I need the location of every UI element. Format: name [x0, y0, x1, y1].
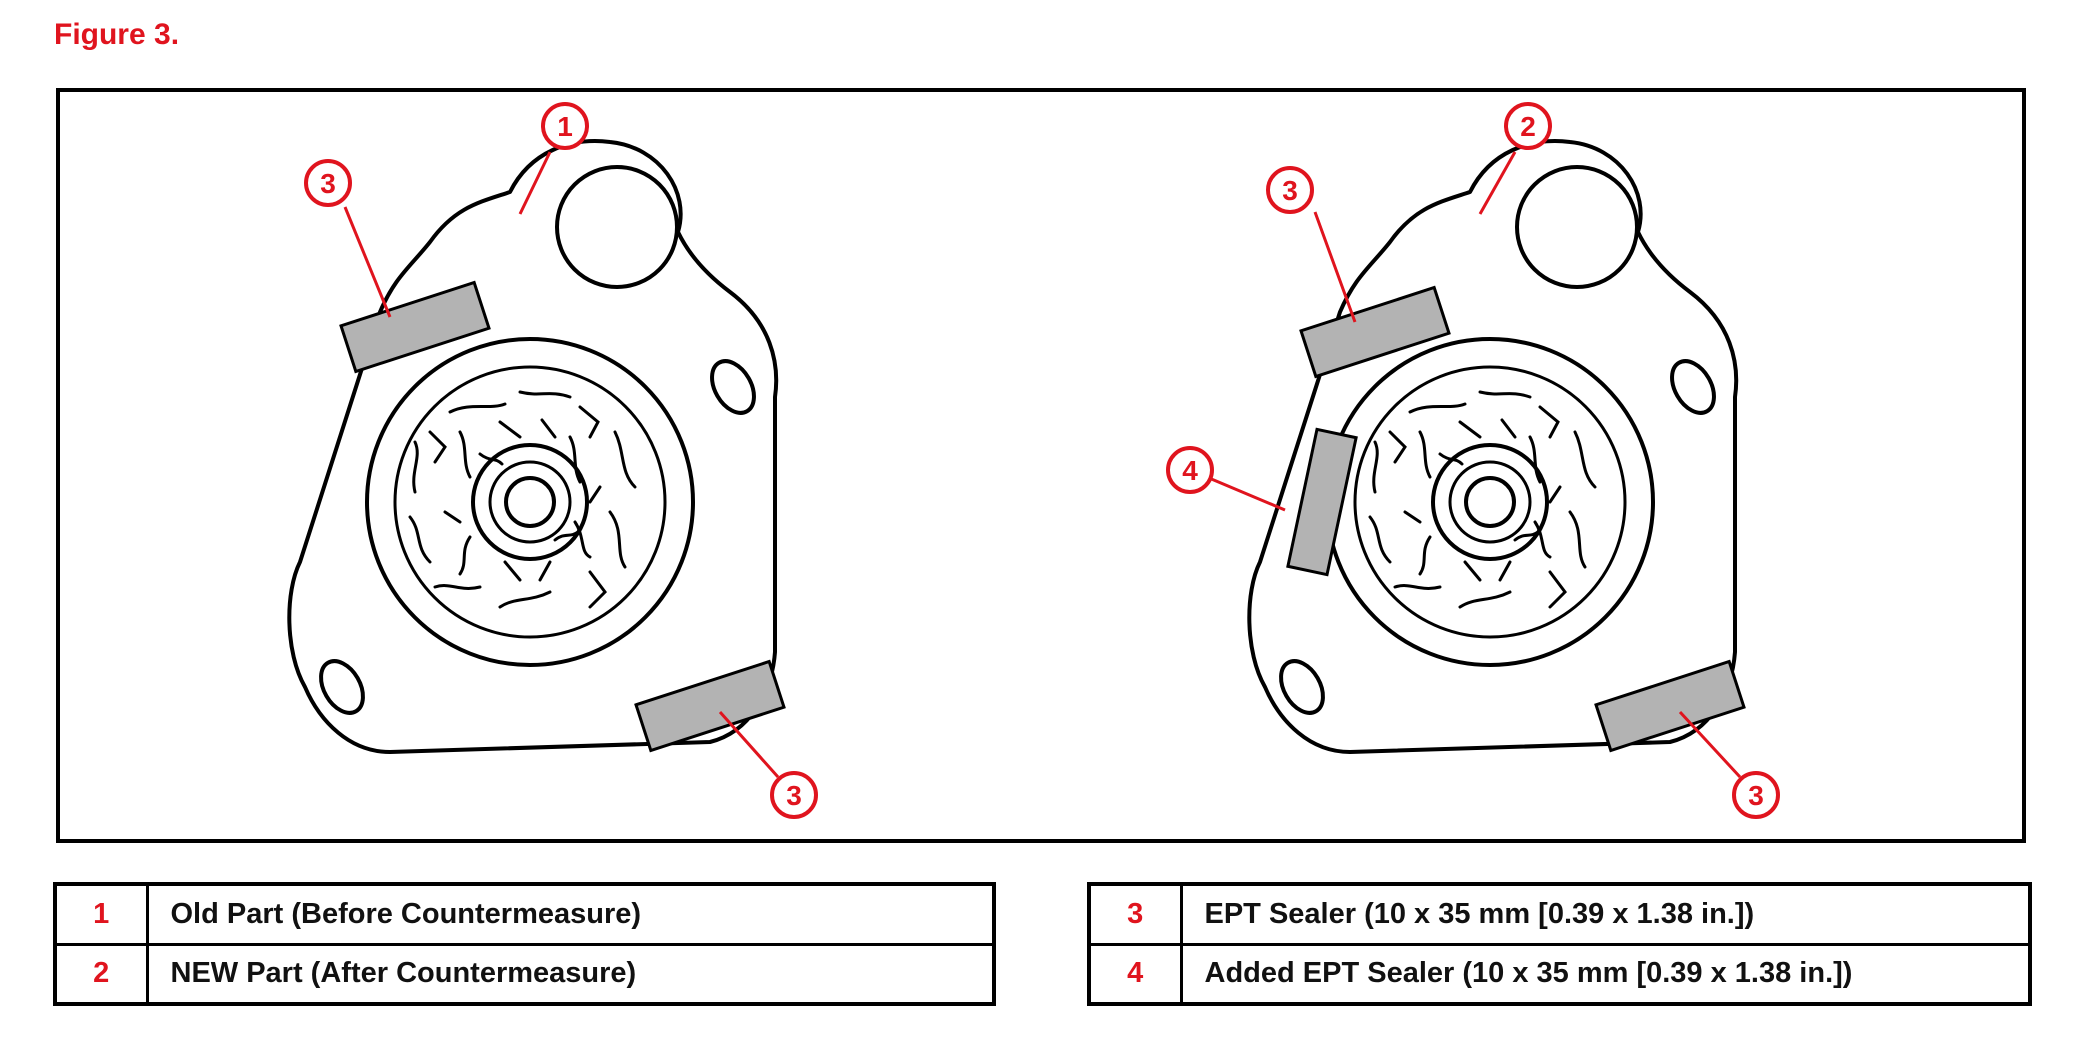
legend-description: EPT Sealer (10 x 35 mm [0.39 x 1.38 in.]… — [1179, 882, 2032, 946]
legend-number: 4 — [1087, 942, 1183, 1006]
callout-4: 4 — [1166, 446, 1214, 494]
figure-title: Figure 3. — [54, 18, 180, 51]
callout-3-bottom-left: 3 — [770, 771, 818, 819]
ept-sealer-top-left — [339, 280, 491, 374]
callout-3-top-right: 3 — [1266, 166, 1314, 214]
callout-2: 2 — [1504, 102, 1552, 150]
legend-number: 3 — [1087, 882, 1183, 946]
legend-description: NEW Part (After Countermeasure) — [145, 942, 996, 1006]
callout-3-top-left: 3 — [304, 159, 352, 207]
svg-text:1: 1 — [557, 111, 573, 142]
ept-sealer-bottom-right — [1594, 659, 1746, 753]
added-ept-sealer — [1286, 427, 1358, 577]
ept-sealer-bottom-left — [634, 659, 786, 753]
callout-1: 1 — [541, 102, 589, 150]
legend-row: 2 NEW Part (After Countermeasure) — [53, 942, 996, 1006]
svg-text:3: 3 — [320, 168, 336, 199]
ept-sealer-top-right — [1299, 285, 1451, 379]
strut-mount-illustration: 1 3 3 2 — [287, 102, 1780, 819]
svg-text:3: 3 — [1282, 175, 1298, 206]
figure-illustration-frame: 1 3 3 2 — [56, 88, 2026, 843]
legend-description: Old Part (Before Countermeasure) — [145, 882, 996, 946]
callout-3-bottom-right: 3 — [1732, 771, 1780, 819]
new-part-drawing: 2 3 4 3 — [1166, 102, 1780, 819]
old-part-drawing: 1 3 3 — [287, 102, 818, 819]
legend-row: 1 Old Part (Before Countermeasure) — [53, 882, 996, 946]
legend-table-sealers: 3 EPT Sealer (10 x 35 mm [0.39 x 1.38 in… — [1087, 882, 2032, 1006]
legend-number: 1 — [53, 882, 149, 946]
svg-text:3: 3 — [1748, 780, 1764, 811]
legend-description: Added EPT Sealer (10 x 35 mm [0.39 x 1.3… — [1179, 942, 2032, 1006]
svg-text:2: 2 — [1520, 111, 1536, 142]
legend-row: 4 Added EPT Sealer (10 x 35 mm [0.39 x 1… — [1087, 942, 2032, 1006]
svg-text:4: 4 — [1182, 455, 1198, 486]
svg-text:3: 3 — [786, 780, 802, 811]
legend-number: 2 — [53, 942, 149, 1006]
legend-table-parts: 1 Old Part (Before Countermeasure) 2 NEW… — [53, 882, 996, 1006]
legend-row: 3 EPT Sealer (10 x 35 mm [0.39 x 1.38 in… — [1087, 882, 2032, 946]
